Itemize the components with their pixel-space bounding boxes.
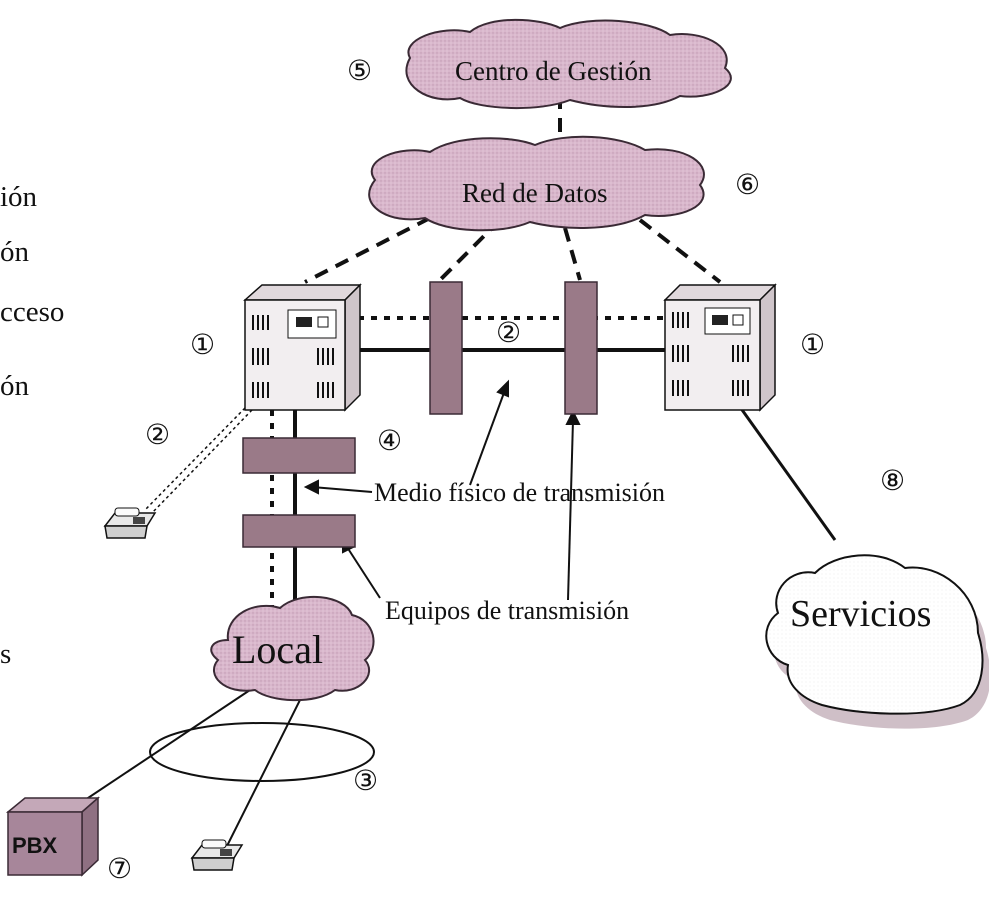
subscriber-ring [149, 722, 375, 782]
left-list-item: ión [0, 181, 38, 213]
services-cloud [765, 554, 989, 729]
marker-1: ① [800, 330, 826, 361]
physical-medium-label: Medio físico de transmisión [374, 478, 666, 507]
switch-icon [243, 283, 362, 412]
management-center-cloud [405, 18, 732, 110]
left-list-item: cceso [0, 296, 65, 328]
local-cloud [210, 595, 375, 702]
data-network-label: Red de Datos [462, 178, 608, 208]
data-network-cloud [368, 135, 705, 232]
marker-8: ⑧ [880, 466, 906, 497]
local-label: Local [232, 627, 324, 672]
left-list-item: ón [0, 370, 29, 402]
marker-4: ④ [377, 426, 403, 457]
marker-6: ⑥ [735, 170, 761, 201]
telephone-icon [103, 507, 157, 539]
marker-2: ② [145, 420, 171, 451]
telephone-icon [190, 839, 244, 871]
switch-icon [663, 283, 777, 412]
marker-7: ⑦ [107, 854, 133, 885]
management-center-label: Centro de Gestión [455, 56, 652, 86]
transmission-equipment-label: Equipos de transmisión [385, 596, 630, 625]
transmission-equipment [242, 281, 598, 548]
marker-5: ⑤ [347, 56, 373, 87]
left-list-item: s [0, 638, 12, 670]
marker-3: ③ [353, 766, 379, 797]
marker-1: ① [190, 330, 216, 361]
pbx-label: PBX [12, 833, 58, 858]
left-list-item: ón [0, 236, 29, 268]
pbx-box-icon [5, 796, 100, 877]
services-label: Servicios [790, 593, 932, 635]
marker-2: ② [496, 318, 522, 349]
